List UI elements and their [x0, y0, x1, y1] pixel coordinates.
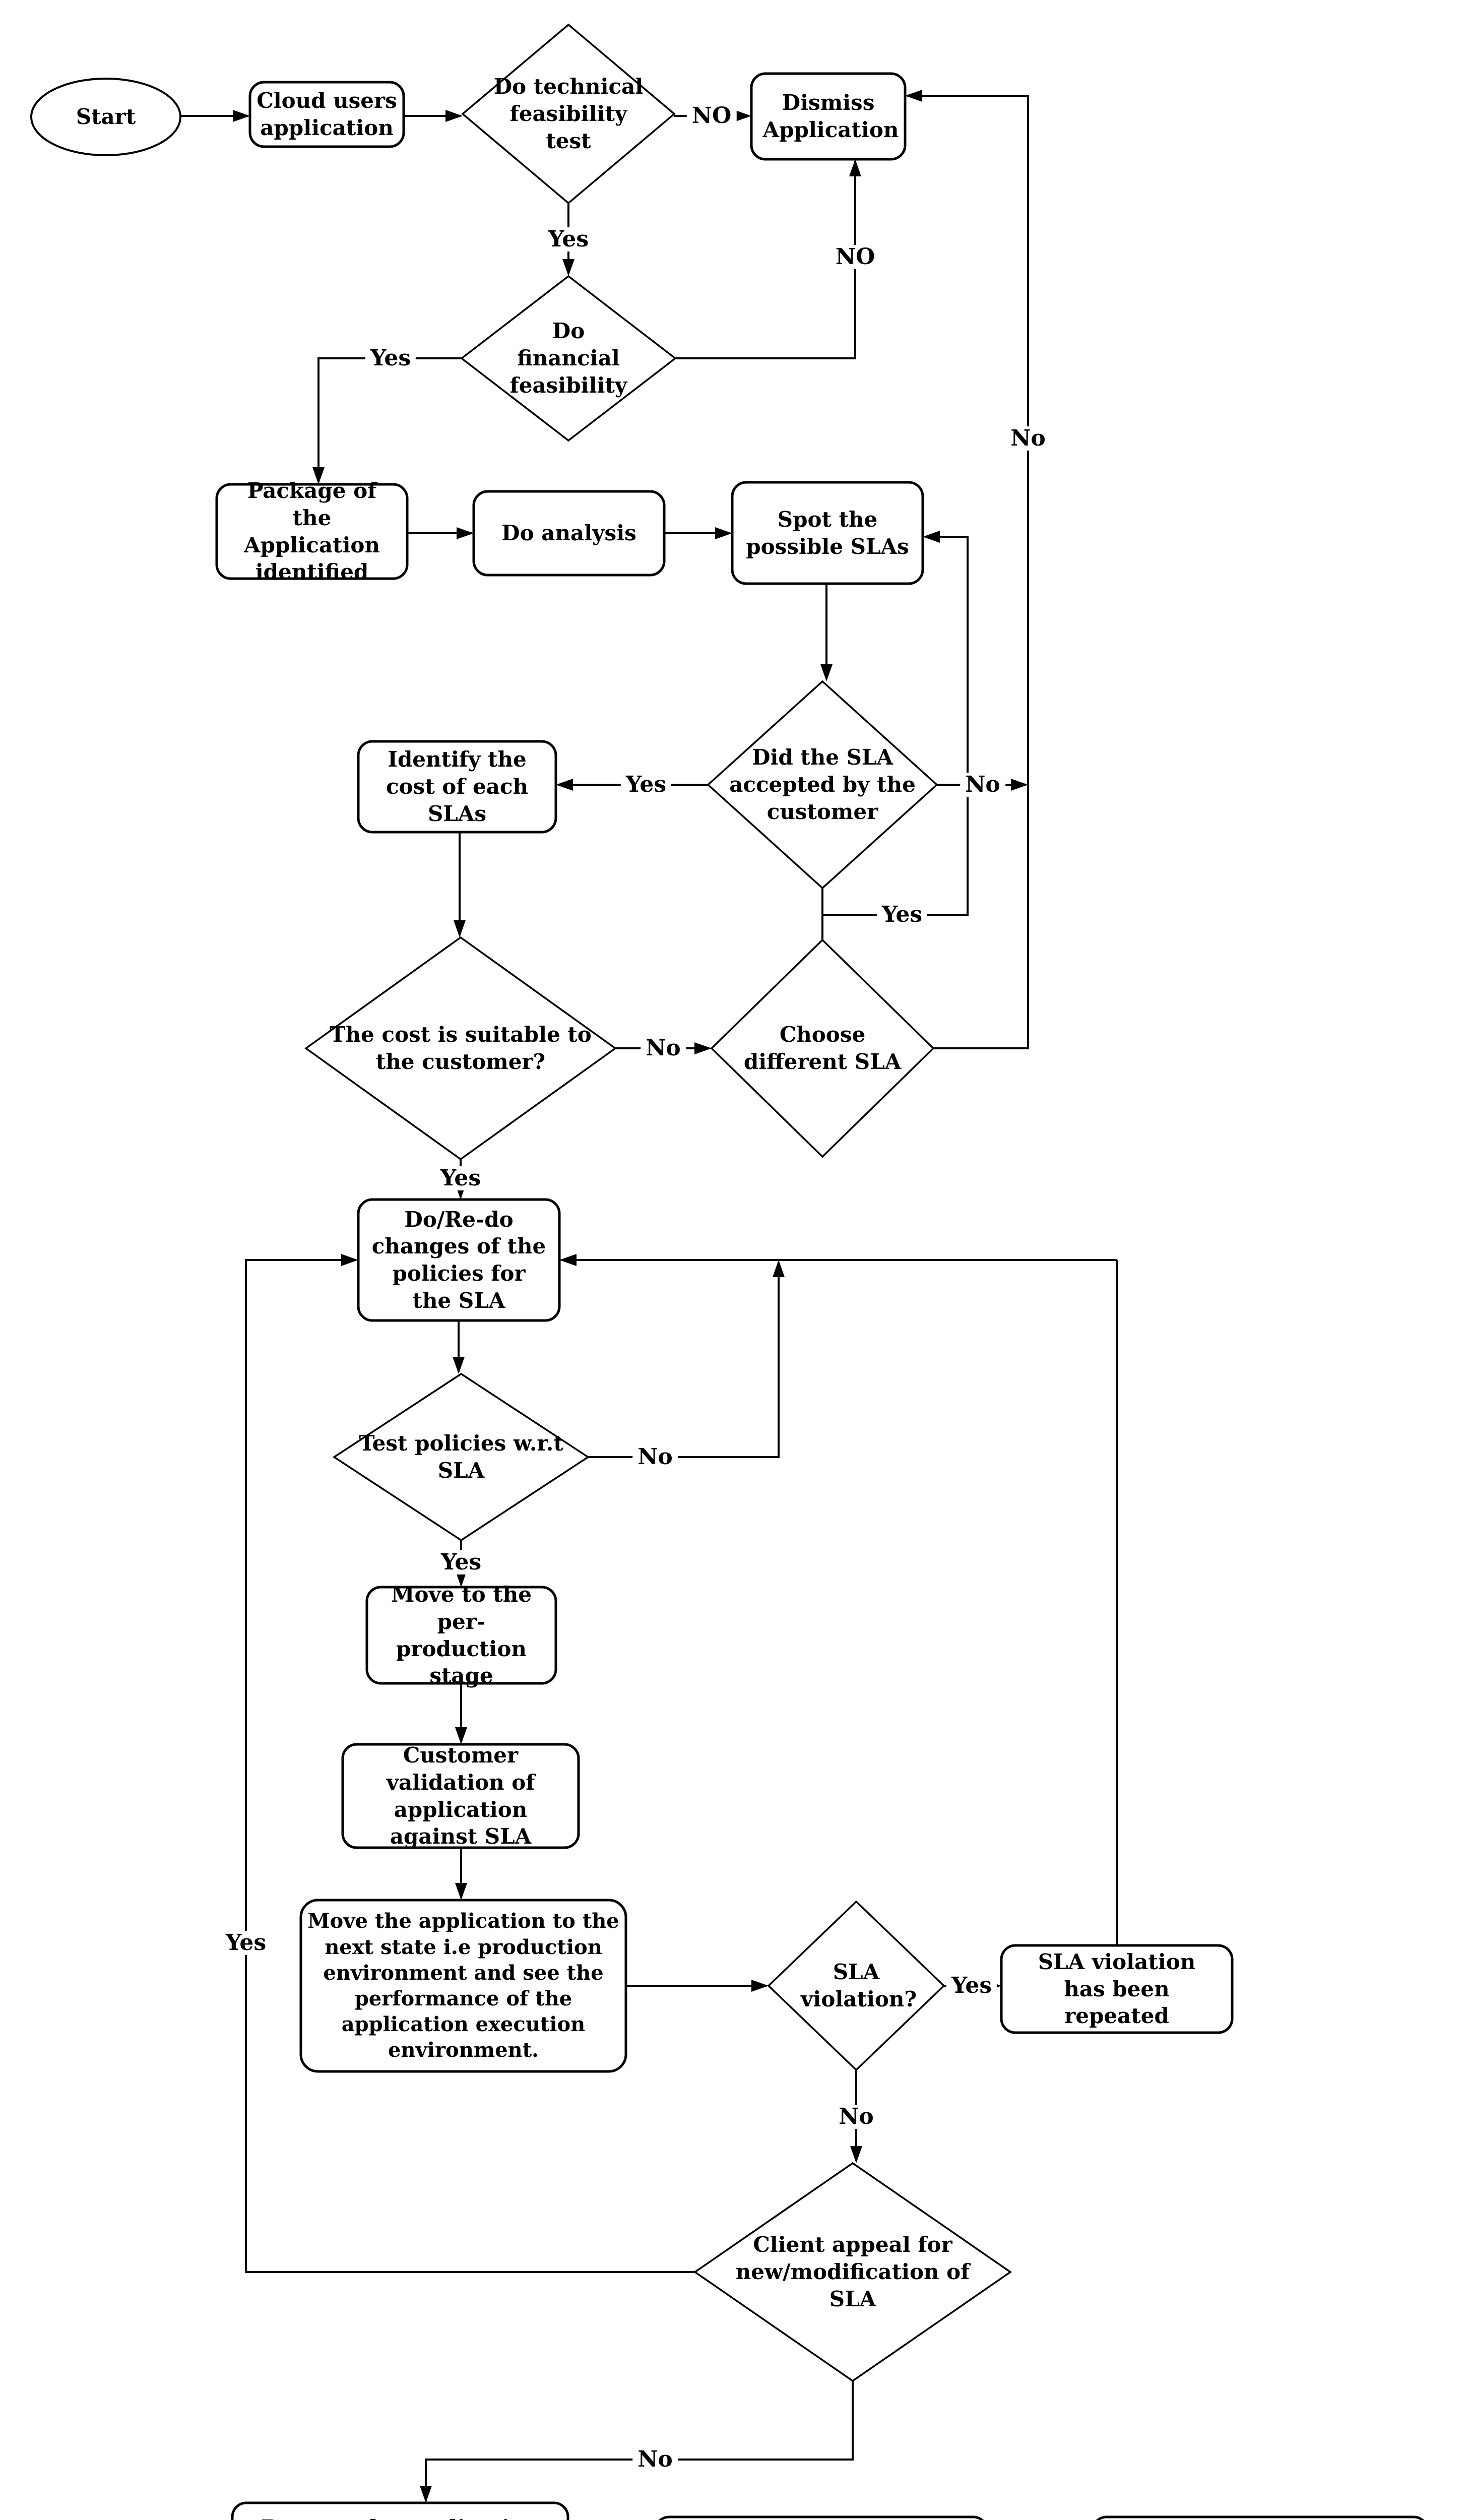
tech-feasibility-shape [461, 23, 676, 205]
terminated-shape [1096, 2515, 1425, 2520]
violation-repeated-shape [1000, 1944, 1234, 2034]
edge-appeal-yes-loop-to-redo [245, 1254, 695, 2273]
choose-sla-shape [710, 938, 935, 1158]
financial-feasibility-shape [460, 275, 677, 442]
client-appeal-shape [693, 2162, 1012, 2382]
test-policies-shape [332, 1372, 590, 1542]
cost-suitable-shape [304, 936, 617, 1161]
edge-financial-no-to-dismiss [675, 159, 861, 359]
move-files-shape [658, 2515, 984, 2520]
analysis-shape [472, 490, 666, 577]
move-production-shape [299, 1899, 627, 2073]
start-shape [30, 78, 181, 156]
sla-violation-shape [767, 1900, 945, 2071]
sla-accepted-shape [707, 680, 938, 890]
package-shape [215, 483, 409, 580]
edge-test-no-riser [588, 1260, 785, 1458]
customer-validation-shape [341, 1743, 580, 1849]
dismiss-shape [750, 72, 907, 161]
cloud-users-shape [248, 81, 405, 148]
edge-financial-yes-to-package [312, 357, 462, 484]
restore-shape [231, 2501, 569, 2520]
preproduction-shape [365, 1586, 557, 1685]
identify-cost-shape [357, 740, 557, 834]
edge-appeal-no-to-restore [420, 2381, 854, 2503]
edge-choose-to-dismiss-tall-line [905, 90, 1029, 1049]
spot-slas-shape [731, 481, 924, 585]
redo-policies-shape [357, 1198, 561, 1322]
